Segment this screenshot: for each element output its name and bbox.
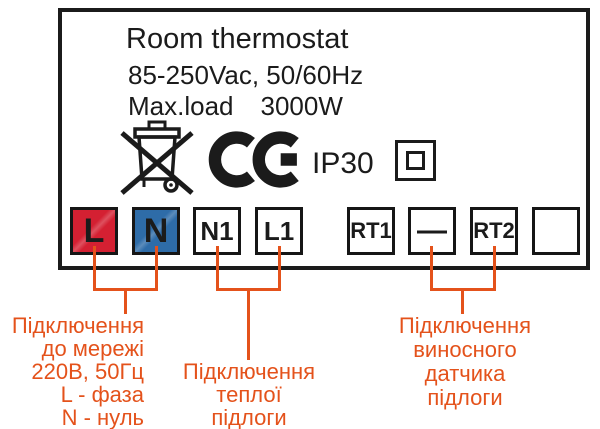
connector-rt2-stem	[493, 246, 496, 290]
connector-floor-lead	[247, 290, 250, 360]
weee-crossed-out-bin-icon	[120, 119, 194, 204]
annotation-remote-floor-sensor: Підключення виносного датчика підлоги	[384, 314, 546, 410]
ce-mark-icon	[208, 129, 300, 195]
connector-mains-bar	[93, 288, 158, 291]
terminal-rt1: RT1	[347, 207, 395, 255]
connector-l-stem	[93, 246, 96, 290]
terminal-n: N	[132, 207, 180, 255]
ip-rating: IP30	[312, 147, 374, 180]
annotation-warm-floor-connection: Підключення теплої підлоги	[168, 360, 330, 429]
terminal-blank	[532, 207, 580, 255]
annotation-line: Підключення	[182, 359, 316, 384]
class-ii-double-square-icon	[395, 140, 436, 181]
class-ii-inner-square	[406, 151, 425, 170]
connector-floor-bar	[216, 288, 281, 291]
annotation-line: підлоги	[211, 405, 287, 429]
max-load-label: Max.load	[128, 91, 234, 121]
annotation-line: 220В, 50Гц	[31, 359, 144, 384]
annotation-line: теплої	[216, 382, 282, 407]
connector-n-stem	[155, 246, 158, 290]
connector-l1-stem	[278, 246, 281, 290]
annotation-line: Підключення	[11, 313, 144, 338]
annotation-line: N - нуль	[61, 405, 144, 429]
annotation-line: L - фаза	[60, 382, 144, 407]
connector-sensor-lead	[461, 290, 464, 314]
connector-sensor-bar	[430, 288, 496, 291]
max-load-value: 3000W	[260, 91, 343, 121]
voltage-spec: 85-250Vac, 50/60Hz	[128, 60, 364, 90]
annotation-line: датчика	[424, 361, 506, 386]
connector-mains-lead	[124, 290, 127, 314]
panel-title: Room thermostat	[126, 23, 349, 55]
max-load-line: Max.load 3000W	[128, 92, 343, 121]
annotation-mains-connection: Підключення до мережі 220В, 50Гц L - фаз…	[4, 314, 144, 429]
thermostat-label-panel: Room thermostat 85-250Vac, 50/60Hz Max.l…	[58, 8, 590, 270]
connector-jumper-stem	[430, 246, 433, 290]
annotation-line: підлоги	[427, 385, 503, 410]
annotation-line: Підключення	[398, 313, 532, 338]
connector-n1-stem	[216, 246, 219, 290]
annotation-line: до мережі	[41, 336, 144, 361]
annotation-line: виносного	[413, 337, 517, 362]
